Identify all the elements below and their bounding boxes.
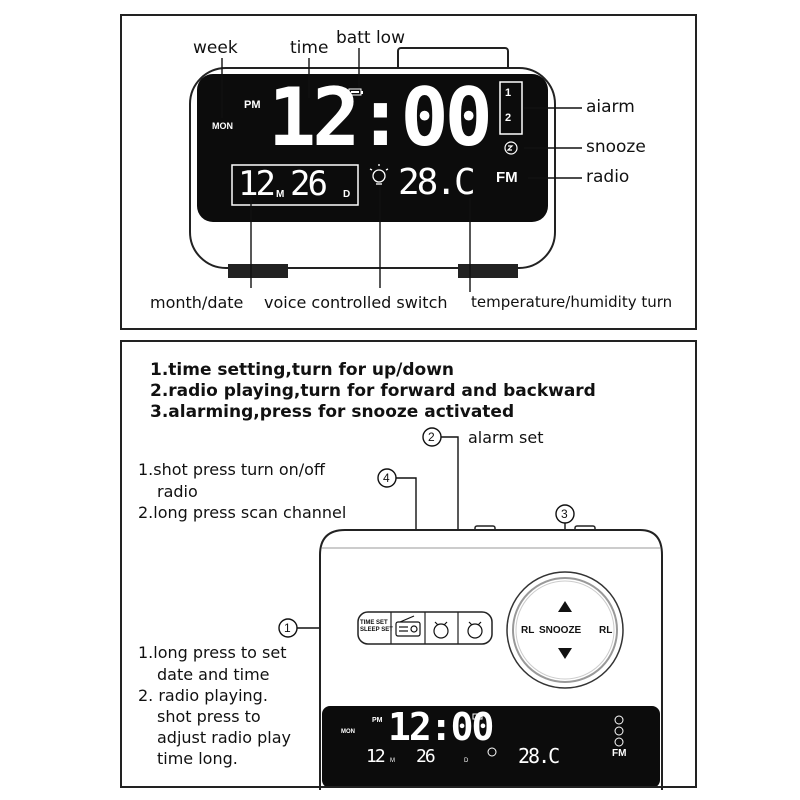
note-time-line5: adjust radio play xyxy=(157,728,291,747)
rl-left-label: RL xyxy=(521,625,535,636)
instruction-3: 3.alarming,press for snooze activated xyxy=(150,402,515,422)
alarm-1-button-icon[interactable] xyxy=(433,621,449,639)
label-time: time xyxy=(290,38,329,58)
note-radio-line2: radio xyxy=(157,482,198,501)
note-time-line6: time long. xyxy=(157,749,238,768)
battery-icon-small xyxy=(472,713,483,720)
down-arrow-icon[interactable] xyxy=(558,648,572,659)
date-display: 26 xyxy=(290,164,328,204)
label-radio: radio xyxy=(586,167,630,187)
snooze-button-label[interactable]: SNOOZE xyxy=(539,625,582,636)
clock-foot-left xyxy=(228,264,288,278)
band-indicator-small: FM xyxy=(612,748,627,759)
display-screen xyxy=(197,74,548,222)
month-date-box xyxy=(231,164,359,206)
month-suffix-small: M xyxy=(390,758,395,764)
time-display-small: 12:00 xyxy=(388,705,494,749)
date-suffix-small: D xyxy=(464,758,469,764)
snooze-icon xyxy=(504,141,518,155)
label-snooze: snooze xyxy=(586,137,646,157)
alarm-2-indicator: 2 xyxy=(505,112,512,124)
radio-icon[interactable] xyxy=(395,615,421,637)
note-radio-line1: 1.shot press turn on/off xyxy=(138,460,325,479)
pm-indicator: PM xyxy=(244,99,261,111)
up-arrow-icon[interactable] xyxy=(558,601,572,612)
label-month-date: month/date xyxy=(150,293,244,312)
rl-right-label: RL xyxy=(599,625,613,636)
temperature-display-small: 28.C xyxy=(518,744,560,768)
label-batt-low: batt low xyxy=(336,28,405,48)
weekday-indicator: MON xyxy=(212,121,233,131)
time-sleep-set-button[interactable]: TIME SET SLEEP SET xyxy=(360,620,393,634)
sleep-set-label: SLEEP SET xyxy=(360,627,393,634)
callout-3: 3 xyxy=(561,507,568,521)
alarm-indicator-box xyxy=(499,81,523,135)
lightbulb-icon-small xyxy=(487,747,497,757)
clock-foot-right xyxy=(458,264,518,278)
button-strip xyxy=(357,611,493,645)
callout-1: 1 xyxy=(284,621,291,635)
label-voice-switch: voice controlled switch xyxy=(264,293,448,312)
pm-indicator-small: PM xyxy=(372,717,383,724)
month-suffix: M xyxy=(276,189,285,200)
label-alarm-set: alarm set xyxy=(468,428,544,447)
time-set-label: TIME SET xyxy=(360,620,388,626)
alarm-2-button-icon[interactable] xyxy=(467,621,483,639)
note-time-line1: 1.long press to set xyxy=(138,643,287,662)
weekday-indicator-small: MON xyxy=(341,729,355,735)
label-week: week xyxy=(193,38,238,58)
instruction-2: 2.radio playing,turn for forward and bac… xyxy=(150,381,596,401)
date-display-small: 26 xyxy=(416,746,436,767)
note-time-line3: 2. radio playing. xyxy=(138,686,268,705)
instruction-1: 1.time setting,turn for up/down xyxy=(150,360,455,380)
band-indicator: FM xyxy=(496,169,518,186)
display-screen-small xyxy=(322,706,660,788)
callout-4: 4 xyxy=(383,471,390,485)
note-time-line4: shot press to xyxy=(157,707,261,726)
alarm-icons-small xyxy=(614,715,624,747)
battery-icon xyxy=(348,88,363,96)
temperature-display: 28.C xyxy=(398,162,476,203)
note-radio-line3: 2.long press scan channel xyxy=(138,503,347,522)
snooze-knob[interactable] xyxy=(506,571,624,689)
month-display-small: 12 xyxy=(366,746,386,767)
date-suffix: D xyxy=(343,189,351,200)
alarm-1-indicator: 1 xyxy=(505,87,512,99)
label-alarm: aiarm xyxy=(586,97,635,117)
time-display: 12:00 xyxy=(268,71,493,164)
lightbulb-icon xyxy=(369,164,389,185)
label-temperature-turn: temperature/humidity turn xyxy=(471,293,673,311)
controls-diagram-panel xyxy=(120,340,697,788)
month-display: 12 xyxy=(238,164,276,204)
callout-2: 2 xyxy=(428,430,435,444)
note-time-line2: date and time xyxy=(157,665,270,684)
